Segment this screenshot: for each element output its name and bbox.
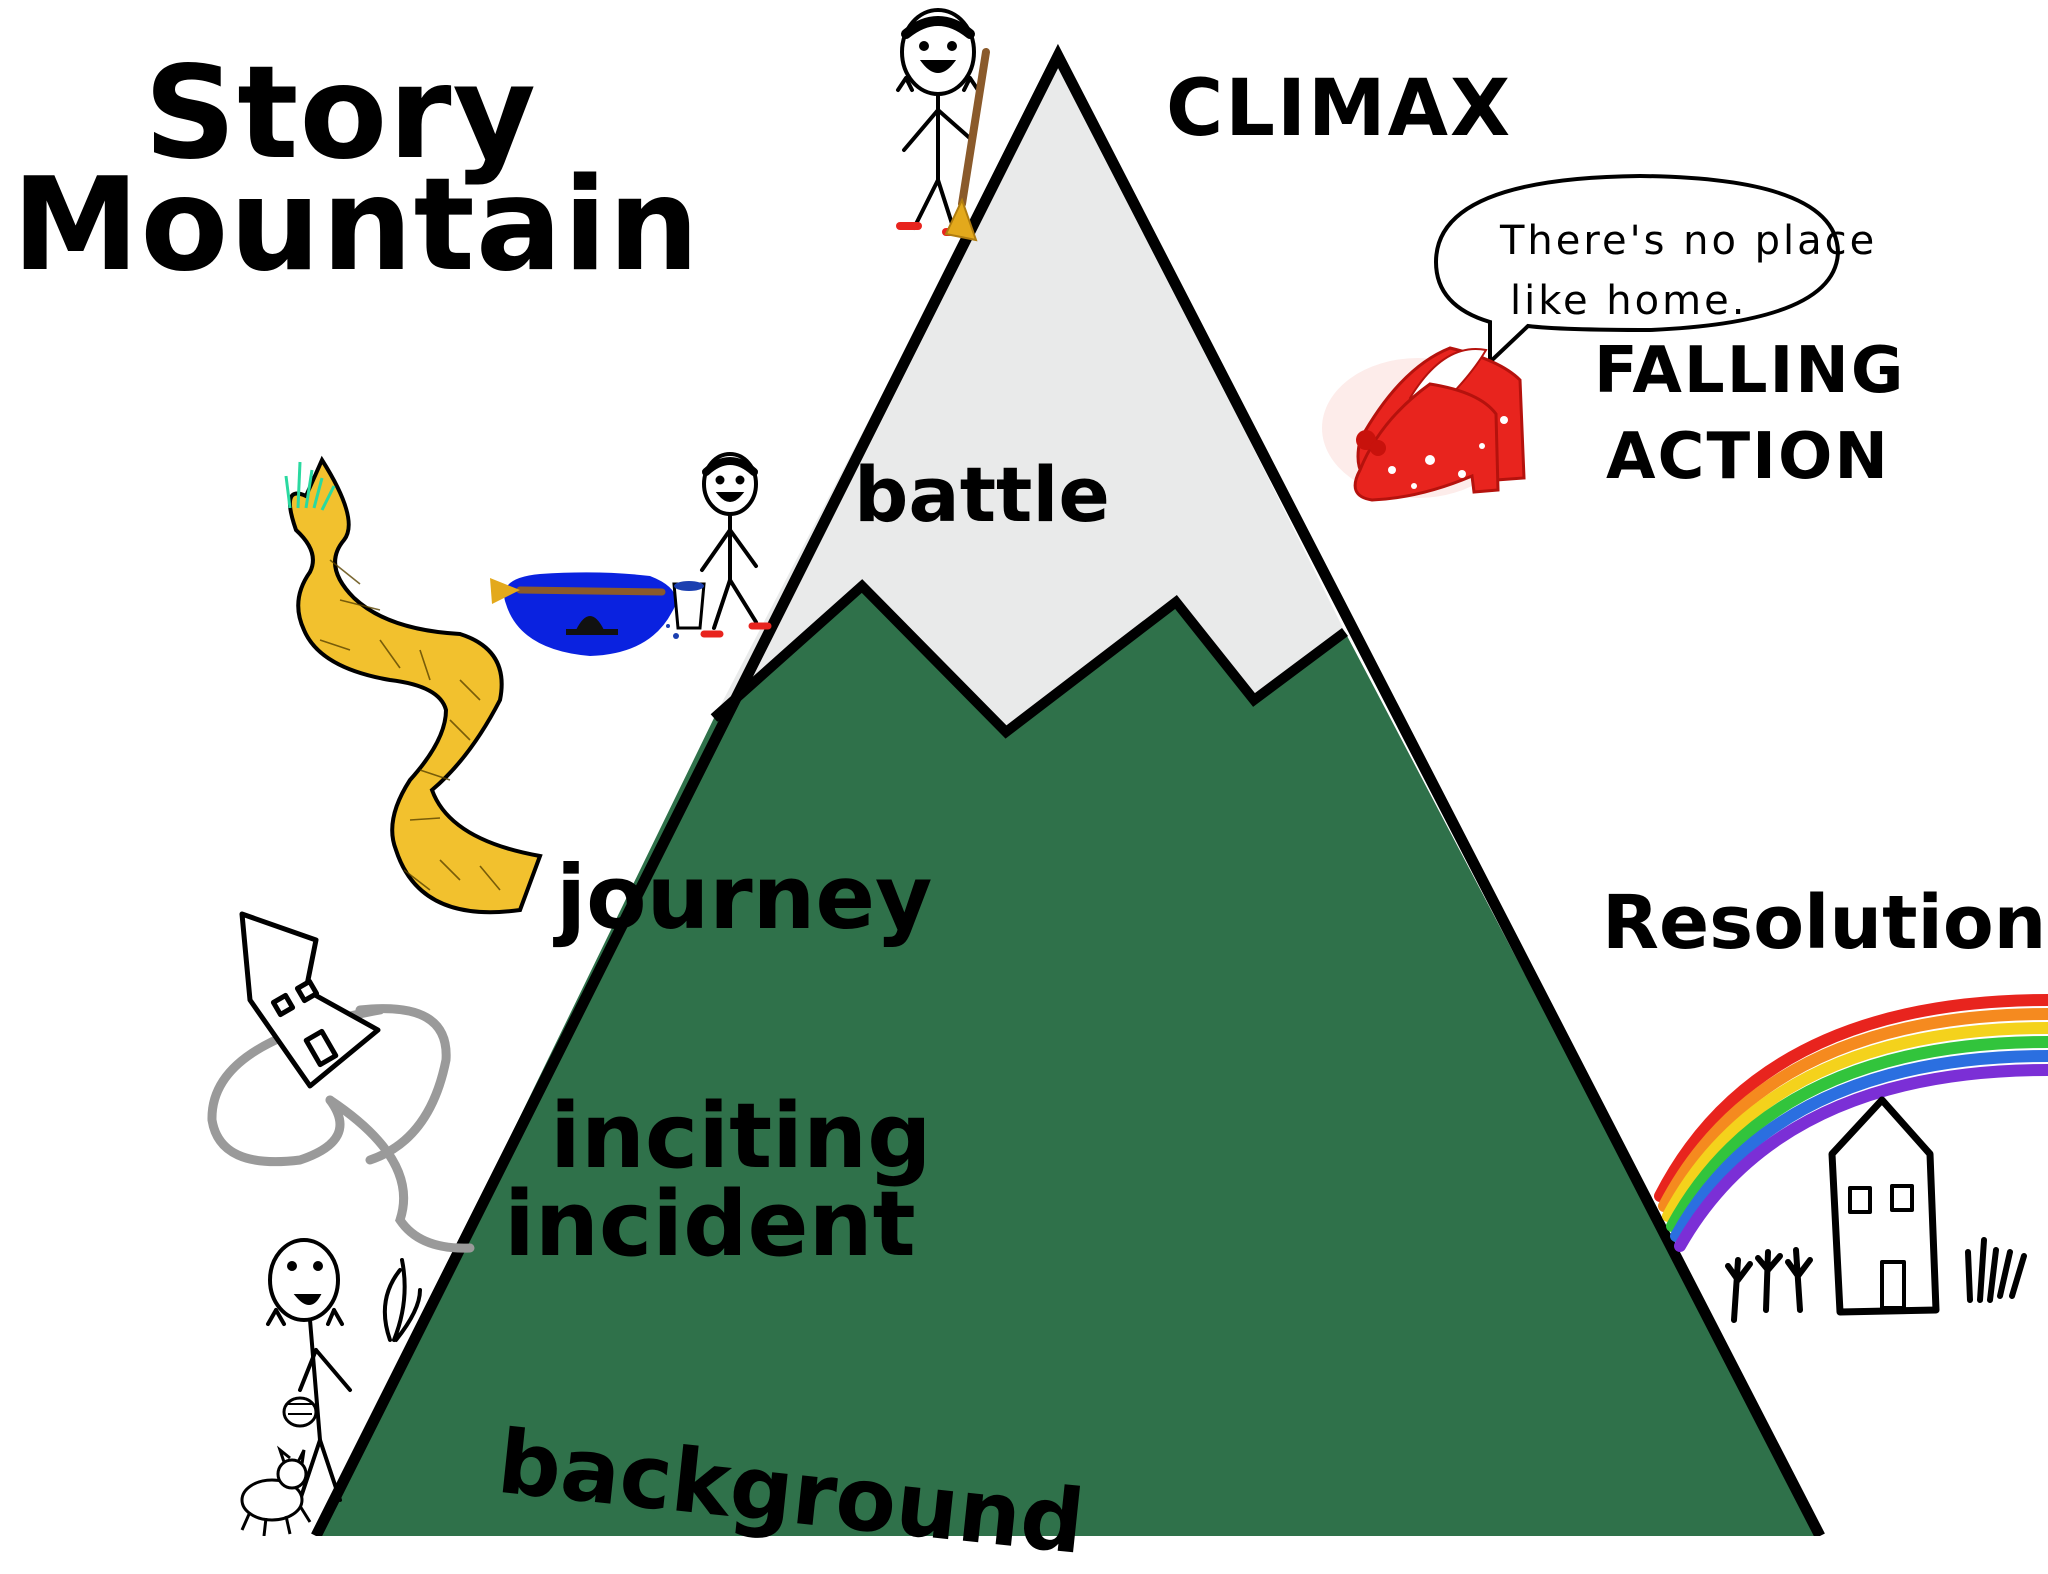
witch-hat-icon (576, 616, 604, 630)
mountain-outline (311, 43, 1825, 1536)
label-climax: CLIMAX (1166, 64, 1513, 154)
yellow-brick-road-icon (284, 455, 543, 915)
stick-figure-icon (266, 1238, 352, 1502)
label-resolution: Resolution (1602, 880, 2047, 966)
speech-bubble-line-2: like home. (1510, 278, 1748, 324)
story-mountain-illustration (207, 8, 2048, 1536)
grass-icon (1725, 1237, 2027, 1323)
mountain-body (316, 586, 1820, 1536)
grass-icon (382, 1258, 422, 1342)
tornado-icon (207, 1004, 475, 1253)
mountain-snow-cap (714, 56, 1345, 732)
label-battle: battle (854, 450, 1110, 539)
rainbow-icon (1654, 994, 2048, 1252)
label-journey: journey (556, 846, 933, 949)
snow-line (710, 579, 1348, 739)
speech-bubble-line-1: There's no place (1500, 218, 1878, 264)
puddle-icon (504, 572, 676, 656)
house-icon (239, 911, 381, 1089)
grass-icon (284, 461, 336, 511)
stick-figure-icon (700, 452, 772, 638)
title-line-story: Story (144, 39, 537, 188)
stick-figure-icon (896, 8, 980, 236)
label-falling-action-1: FALLING (1594, 334, 1906, 408)
broom-icon (490, 578, 666, 604)
label-inciting: inciting (550, 1084, 932, 1189)
label-incident: incident (504, 1172, 916, 1277)
speech-bubble (1433, 173, 1841, 367)
label-falling-action-2: ACTION (1606, 420, 1890, 494)
broom-icon (944, 48, 990, 242)
basket-icon (282, 1396, 318, 1428)
bucket-icon (666, 581, 706, 639)
dog-icon (240, 1445, 312, 1536)
house-icon (1828, 1096, 1940, 1316)
mountain (311, 43, 1825, 1536)
title-line-mountain: Mountain (12, 151, 701, 300)
ruby-slippers-icon (1322, 346, 1526, 502)
